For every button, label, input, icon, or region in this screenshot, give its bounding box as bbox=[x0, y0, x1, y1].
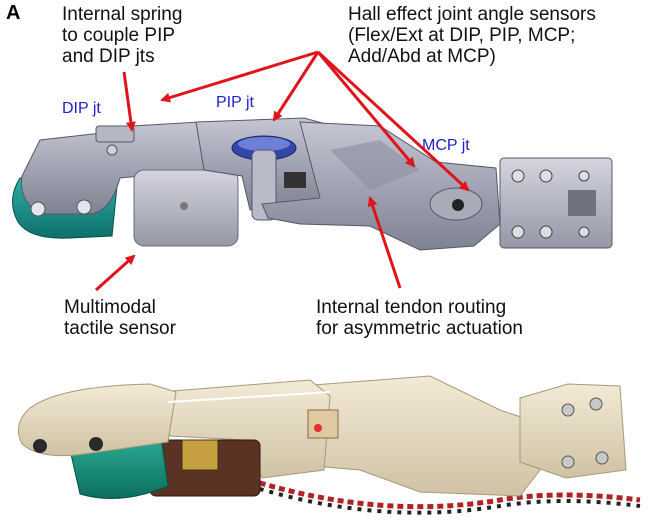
arrow-hall-abd bbox=[316, 50, 470, 192]
pip-sensor-chip bbox=[284, 172, 306, 188]
spring-label: Internal spring to couple PIP and DIP jt… bbox=[62, 4, 183, 67]
screw bbox=[30, 201, 46, 217]
arrow-tendon bbox=[367, 196, 402, 289]
photo-pip-sensor bbox=[307, 409, 339, 439]
arrow-hall-dip bbox=[160, 50, 319, 103]
screw bbox=[180, 202, 188, 210]
tactile-sensor-label: Multimodal tactile sensor bbox=[64, 297, 176, 339]
mcp-joint-label: MCP jt bbox=[422, 137, 470, 154]
photo-middle bbox=[159, 379, 331, 479]
arrow-hall-pip bbox=[272, 51, 320, 122]
arrow-tactile bbox=[94, 254, 136, 292]
screw bbox=[106, 144, 118, 156]
pip-joint-label: PIP jt bbox=[216, 94, 254, 111]
tendon-routing-label: Internal tendon routing for asymmetric a… bbox=[316, 297, 523, 339]
cad-render bbox=[12, 117, 613, 251]
photo-distal bbox=[17, 383, 177, 457]
prototype-photo bbox=[0, 366, 661, 528]
spring-block bbox=[95, 125, 135, 143]
screw bbox=[76, 199, 92, 215]
hall-sensor-label: Hall effect joint angle sensors (Flex/Ex… bbox=[348, 4, 596, 67]
arrow-spring bbox=[122, 71, 136, 132]
panel-label-a: A bbox=[6, 2, 21, 24]
photo-proximal bbox=[289, 375, 541, 497]
arrow-hall-mcp bbox=[316, 51, 416, 168]
pip-axle bbox=[251, 149, 277, 221]
dip-joint-label: DIP jt bbox=[62, 100, 101, 117]
wire-bundle bbox=[249, 477, 641, 510]
annotation-arrows bbox=[94, 50, 470, 292]
